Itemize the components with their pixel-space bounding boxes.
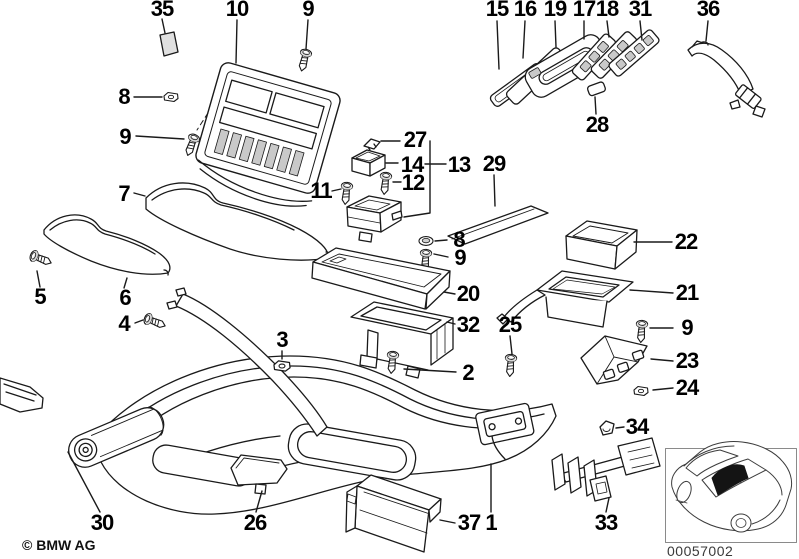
car-location-inset	[665, 441, 797, 543]
part-24-clip	[633, 385, 649, 397]
part-23-cover-bracket	[580, 335, 648, 385]
part-11-screw	[338, 181, 354, 206]
diagram-code: 00057002	[667, 543, 734, 559]
part-8-clip	[163, 91, 179, 103]
part-20-storage-tray	[311, 247, 451, 310]
part-12-screw	[377, 171, 393, 196]
part-1-console-carrier	[96, 287, 557, 515]
part-9-screw-top	[295, 47, 313, 73]
part-25-screw	[503, 353, 518, 378]
copyright-text: © BMW AG	[22, 537, 96, 553]
console-fragment-left	[0, 377, 44, 413]
part-22-storage-box	[565, 220, 638, 270]
part-5-screw	[27, 248, 54, 269]
part-7-trim-panel	[145, 182, 331, 261]
part-31-strip	[608, 29, 660, 77]
part-27-clip	[363, 138, 381, 151]
part-26-cover-lid	[230, 454, 288, 495]
part-6-trim-panel	[43, 214, 171, 276]
part-28-clip	[586, 81, 606, 97]
part-10-radio-trim	[195, 62, 341, 207]
part-2-screw	[384, 350, 400, 375]
part-8-grommet	[418, 235, 434, 247]
part-33-support-bracket	[551, 437, 661, 502]
part-32-mounting-frame	[350, 301, 454, 379]
leader-lines	[36, 18, 709, 524]
part-4-screw	[141, 311, 168, 332]
part-34-clip	[599, 420, 615, 436]
part-35-label-sticker	[159, 31, 179, 57]
part-14-insert-box	[351, 149, 386, 177]
part-21-storage-tray	[496, 270, 634, 328]
part-9-screw-right	[634, 319, 649, 344]
part-3-clip	[273, 360, 291, 372]
part-9-screw-left	[181, 112, 209, 158]
part-17-strip	[571, 33, 617, 81]
part-36-support-arm	[687, 40, 766, 118]
part-29-trim-strip	[447, 205, 549, 245]
part-30-rolled-cover	[68, 406, 165, 468]
part-37-mounting-rail	[345, 474, 442, 553]
part-13-ashtray-assembly	[346, 195, 403, 243]
